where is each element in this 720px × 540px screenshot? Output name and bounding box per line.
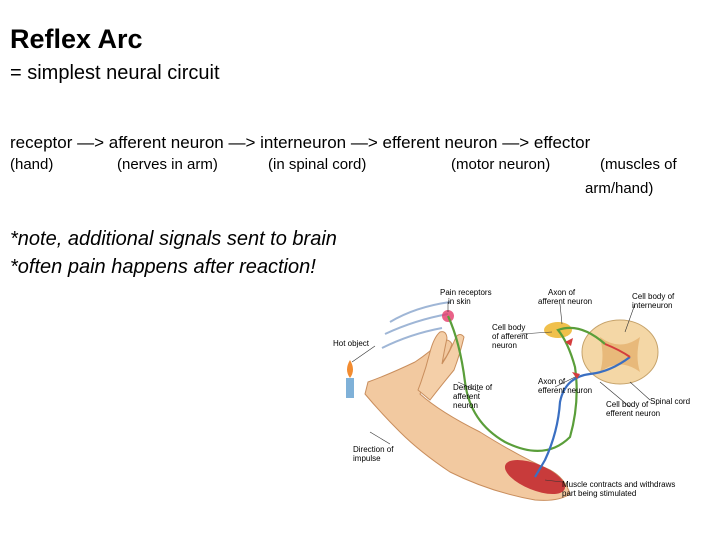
interneuron-example: (in spinal cord) <box>268 156 366 173</box>
label-cell-afferent-3: neuron <box>492 341 517 350</box>
efferent-example: (motor neuron) <box>451 156 550 173</box>
reflex-arc-illustration: Pain receptors in skin Axon of afferent … <box>330 282 690 532</box>
label-muscle: Muscle contracts and withdraws <box>562 480 675 489</box>
effector-example-line1: (muscles of <box>600 156 677 173</box>
label-direction-2: impulse <box>353 454 381 463</box>
candle-flame <box>347 360 353 378</box>
label-direction: Direction of <box>353 445 394 454</box>
page-subtitle: = simplest neural circuit <box>10 62 220 85</box>
label-dendrite-3: neuron <box>453 401 478 410</box>
label-cell-afferent-2: of afferent <box>492 332 529 341</box>
label-axon-efferent-2: efferent neuron <box>538 386 592 395</box>
label-pain-receptors: Pain receptors <box>440 288 492 297</box>
label-axon-afferent: Axon of <box>548 288 576 297</box>
label-cell-efferent: Cell body of <box>606 400 649 409</box>
afferent-example: (nerves in arm) <box>117 156 218 173</box>
receptor-example: (hand) <box>10 156 53 173</box>
label-cell-afferent: Cell body <box>492 323 525 332</box>
label-hot-object: Hot object <box>333 339 370 348</box>
label-muscle-2: part being stimulated <box>562 489 636 498</box>
effector-example-line2: arm/hand) <box>585 180 653 197</box>
label-cell-efferent-2: efferent neuron <box>606 409 660 418</box>
label-spinal-cord: Spinal cord <box>650 397 690 406</box>
note-pain-after: *often pain happens after reaction! <box>10 256 316 279</box>
label-pain-receptors-2: in skin <box>448 297 471 306</box>
label-axon-efferent: Axon of <box>538 377 566 386</box>
reflex-pathway: receptor —> afferent neuron —> interneur… <box>10 133 590 153</box>
label-axon-afferent-2: afferent neuron <box>538 297 592 306</box>
label-dendrite: Dendrite of <box>453 383 493 392</box>
label-dendrite-2: afferent <box>453 392 481 401</box>
page-title: Reflex Arc <box>10 24 143 55</box>
label-cell-interneuron-2: interneuron <box>632 301 672 310</box>
note-brain-signals: *note, additional signals sent to brain <box>10 228 337 251</box>
candle <box>346 378 354 398</box>
label-cell-interneuron: Cell body of <box>632 292 675 301</box>
